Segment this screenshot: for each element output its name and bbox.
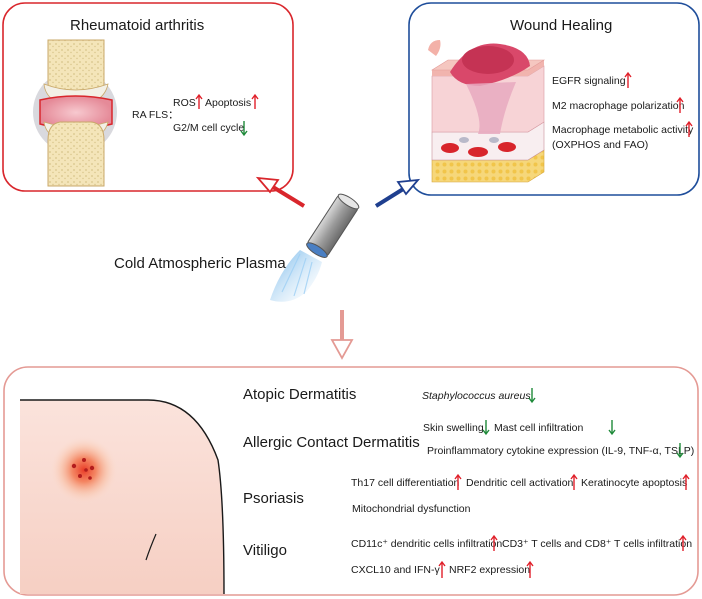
wound-title: Wound Healing <box>510 17 612 34</box>
ra-effect-ros: ROS <box>173 97 196 109</box>
arrow-to-ra-icon <box>255 176 306 208</box>
down-arrow-icon <box>240 121 248 137</box>
ps-effect-dc: Dendritic cell activation <box>466 477 574 489</box>
ra-panel: Rheumatoid arthritis RA FLS： ROS Apoptos… <box>2 2 294 192</box>
cap-label: Cold Atmospheric Plasma <box>114 255 286 272</box>
ad-effect-staph: Staphylococcus aureus <box>422 390 531 402</box>
acd-effect-mast: Mast cell infiltration <box>494 422 583 434</box>
up-arrow-icon <box>490 534 498 551</box>
arrow-to-skin-icon <box>330 310 354 360</box>
down-arrow-icon <box>528 388 536 404</box>
up-arrow-icon <box>682 473 690 490</box>
up-arrow-icon <box>679 534 687 551</box>
ra-effect-apoptosis: Apoptosis <box>205 97 251 109</box>
up-arrow-icon <box>251 93 259 109</box>
skin-panel: Atopic Dermatitis Allergic Contact Derma… <box>3 366 699 596</box>
wound-effect-m2: M2 macrophage polarization <box>552 100 685 112</box>
plasma-device: Cold Atmospheric Plasma <box>114 176 421 360</box>
skin-lesion-icon <box>50 436 118 504</box>
joint-illustration <box>33 39 117 187</box>
wound-panel: Wound Healing EGFR signaling M2 macr <box>408 2 700 196</box>
wound-effect-oxphos: (OXPHOS and FAO) <box>552 139 648 151</box>
skin-block-illustration <box>428 40 546 183</box>
disease-acd: Allergic Contact Dermatitis <box>243 434 420 451</box>
up-arrow-icon <box>624 71 632 88</box>
vit-effect-cxcl10: CXCL10 and IFN-γ <box>351 564 440 576</box>
up-arrow-icon <box>526 560 534 578</box>
up-arrow-icon <box>685 120 693 137</box>
disease-vitiligo: Vitiligo <box>243 542 287 559</box>
down-arrow-icon <box>608 420 616 436</box>
ps-effect-th17: Th17 cell differentiation <box>351 477 460 489</box>
disease-psoriasis: Psoriasis <box>243 490 304 507</box>
up-arrow-icon <box>454 473 462 490</box>
shoulder-illustration <box>20 399 225 595</box>
vit-effect-cd3cd8: CD3⁺ T cells and CD8⁺ T cells infiltrati… <box>502 538 692 550</box>
wound-effect-macrophage: Macrophage metabolic activity <box>552 124 694 136</box>
up-arrow-icon <box>195 93 203 109</box>
ps-effect-mito: Mitochondrial dysfunction <box>352 503 471 515</box>
arrow-to-wound-icon <box>374 178 421 208</box>
wound-effect-egfr: EGFR signaling <box>552 75 626 87</box>
up-arrow-icon <box>676 96 684 113</box>
up-arrow-icon <box>570 473 578 490</box>
ra-effect-g2m: G2/M cell cycle <box>173 122 244 134</box>
acd-effect-cytokine: Proinflammatory cytokine expression (IL-… <box>427 445 694 457</box>
acd-effect-swelling: Skin swelling <box>423 422 484 434</box>
ra-title: Rheumatoid arthritis <box>70 17 204 34</box>
down-arrow-icon <box>482 420 490 436</box>
up-arrow-icon <box>438 560 446 578</box>
vit-effect-nrf2: NRF2 expression <box>449 564 530 576</box>
ps-effect-kc: Keratinocyte apoptosis <box>581 477 687 489</box>
disease-atopic: Atopic Dermatitis <box>243 386 356 403</box>
down-arrow-icon <box>676 443 684 459</box>
vit-effect-cd11c: CD11c⁺ dendritic cells infiltration <box>351 538 502 550</box>
ra-cell-label: RA FLS： <box>132 109 179 121</box>
